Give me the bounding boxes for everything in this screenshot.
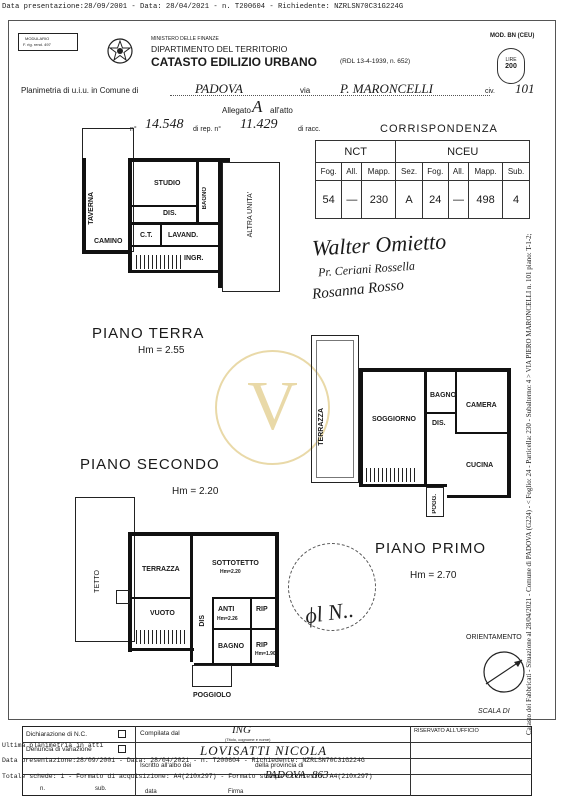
via-value: P. MARONCELLI [340, 81, 433, 96]
piano-secondo-title: PIANO SECONDO [80, 456, 220, 473]
secondo-stairs [136, 630, 186, 644]
table-value-cell: 498 [468, 180, 504, 219]
allegato-n: 14.548 [145, 117, 184, 132]
planimetria-label: Planimetria di u.i.u. in Comune di [21, 86, 139, 95]
racc-label: di racc. [298, 126, 321, 133]
table-value-cell: 230 [361, 180, 397, 219]
titolo-label: (Titolo, cognome e nome) [225, 737, 271, 742]
compilata-value: ING [232, 724, 251, 736]
table-header-cell: Mapp. [361, 162, 397, 181]
altra-unita-box [222, 162, 280, 292]
data-label: data [145, 789, 157, 795]
scala-label: SCALA DI [478, 708, 510, 715]
subalterno-n: n. [40, 786, 46, 792]
dichiarazione-checkbox [118, 730, 126, 738]
planimetria-underline [170, 95, 490, 96]
primo-stairs [366, 468, 416, 482]
albo-label: Iscritto all'albo dei [140, 762, 192, 769]
terra-exterior-line [82, 128, 134, 252]
compilata-label: Compilata dal [140, 730, 180, 737]
table-header-cell: Sez. [395, 162, 423, 181]
republic-emblem-icon [105, 35, 135, 67]
cadastral-table: NCT NCEU Fog. All. Mapp. Sez. Fog. All. … [314, 140, 530, 219]
footer-box [22, 726, 532, 796]
north-arrow-icon [480, 648, 528, 696]
sub-label: sub. [95, 786, 107, 792]
dichiarazione-label: Dichiarazione di N.C. [26, 731, 88, 738]
header-line: Data presentazione:28/09/2001 - Data: 28… [2, 3, 404, 11]
allegato-suffix: all'atto [270, 106, 293, 115]
piano-secondo-hm: Hm = 2.20 [172, 486, 219, 497]
side-cadastral-text: Catasto dei Fabbricati - Situazione al 2… [525, 233, 533, 735]
table-value-cell: A [395, 180, 423, 219]
table-value-cell: 4 [502, 180, 530, 219]
rep-value: 11.429 [240, 117, 278, 132]
denuncia-checkbox [118, 745, 126, 753]
primo-terrazza-box [311, 335, 359, 483]
table-header-cell: Fog. [421, 162, 449, 181]
table-value-cell: 54 [314, 180, 343, 219]
piano-primo-title: PIANO PRIMO [375, 540, 487, 557]
table-value-cell: — [447, 180, 470, 219]
civ-value: 101 [515, 81, 535, 96]
riservato-label: RISERVATO ALL'UFFICIO [414, 728, 479, 734]
secondo-tetto-box [75, 497, 135, 642]
primo-poggiolo-box [426, 487, 444, 517]
piano-primo-hm: Hm = 2.70 [410, 570, 457, 581]
table-value-cell: — [341, 180, 363, 219]
via-label: via [300, 86, 311, 95]
firma-label: Firma [228, 789, 244, 795]
department-label: DIPARTIMENTO DEL TERRITORIO [151, 44, 288, 54]
nct-header: NCT [314, 140, 397, 163]
bottom-line-2: Totale schede: 1 - Formato di acquisizio… [2, 773, 373, 780]
allegato-label: Allegato [222, 106, 251, 115]
denuncia-label: Denuncia di variazione [26, 746, 92, 753]
secondo-poggiolo-box [192, 665, 232, 687]
form-code-box: MODULARIO F. rig. rend. 497 [18, 33, 78, 51]
form-frame [8, 20, 556, 720]
table-value-cell: 24 [421, 180, 449, 219]
corrispondenza-label: CORRISPONDENZA [380, 123, 498, 135]
albo-number: 863 [312, 769, 329, 781]
watermark-logo: V [215, 350, 330, 465]
rdl-label: (RDL 13-4-1939, n. 652) [340, 58, 411, 65]
nceu-header: NCEU [395, 140, 530, 163]
round-stamp [288, 543, 376, 631]
table-header-cell: Sub. [502, 162, 530, 181]
compiler-name: LOVISATTI NICOLA [200, 743, 328, 758]
della-prov-label: della provincia di [255, 762, 304, 769]
allegato-letter: A [252, 97, 263, 116]
bottom-line-1: Data presentazione:28/09/2001 - Data: 28… [2, 757, 365, 764]
piano-terra-title: PIANO TERRA [92, 325, 205, 342]
piano-terra-hm: Hm = 2.55 [138, 345, 185, 356]
comune-value: PADOVA [195, 81, 243, 96]
ministry-label: MINISTERO DELLE FINANZE [151, 36, 219, 42]
terra-stairs [136, 255, 181, 269]
table-header-cell: Fog. [314, 162, 343, 181]
province-value: PADOVA [265, 769, 306, 781]
table-header-cell: All. [447, 162, 470, 181]
orientamento-label: ORIENTAMENTO [466, 634, 522, 641]
lire-stamp: LIRE 200 [497, 48, 525, 84]
catasto-title: CATASTO EDILIZIO URBANO [151, 55, 317, 69]
table-header-cell: Mapp. [468, 162, 504, 181]
table-header-cell: All. [341, 162, 363, 181]
civ-label: civ. [485, 88, 495, 95]
bottom-line-3: Ultima planimetria in atti [2, 742, 104, 749]
rep-label: di rep. n° [193, 126, 222, 133]
mod-label: MOD. BN (CEU) [490, 33, 535, 39]
